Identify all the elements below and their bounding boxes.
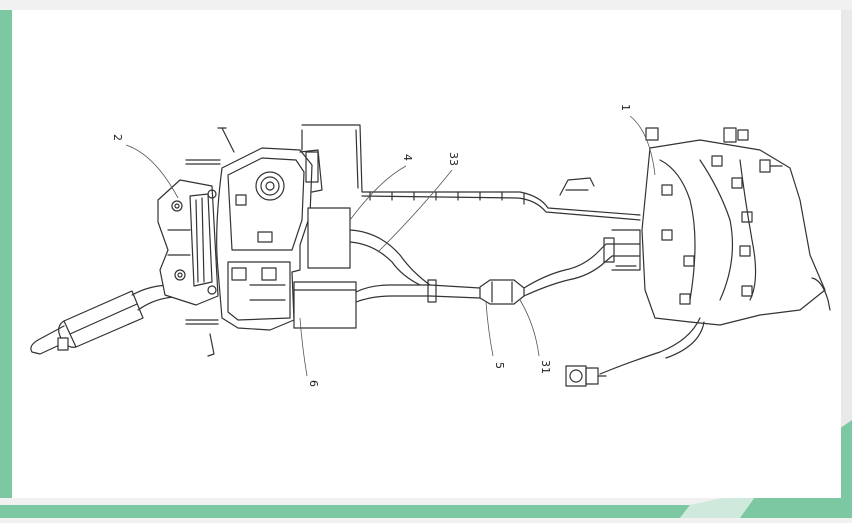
callout-4: 4: [401, 154, 414, 161]
callout-2: 2: [111, 134, 124, 141]
callout-31: 31: [539, 360, 552, 374]
bracket-assembly: [157, 179, 219, 306]
catalytic-converter: [479, 279, 525, 305]
canister: [293, 207, 357, 329]
front-pipe: [523, 229, 641, 297]
fuel-lines: [217, 124, 641, 221]
tank-fittings: [185, 159, 221, 357]
callout-33: 33: [447, 152, 460, 166]
right-accent-bar: [841, 10, 852, 430]
callout-1: 1: [619, 104, 632, 111]
callout-leaders: [125, 115, 656, 377]
exhaust-pipe: [349, 229, 481, 303]
sensor-cable: [565, 317, 705, 387]
bottom-accent-stripe: [0, 505, 690, 518]
fuel-tank: [216, 147, 323, 331]
callout-5: 5: [493, 362, 506, 369]
callout-6: 6: [307, 380, 320, 387]
callout-labels: 1 2 4 33 5 31 6: [111, 104, 632, 387]
left-accent-bar: [0, 10, 12, 498]
rear-muffler: [30, 290, 144, 355]
engine-harness: [641, 127, 831, 326]
